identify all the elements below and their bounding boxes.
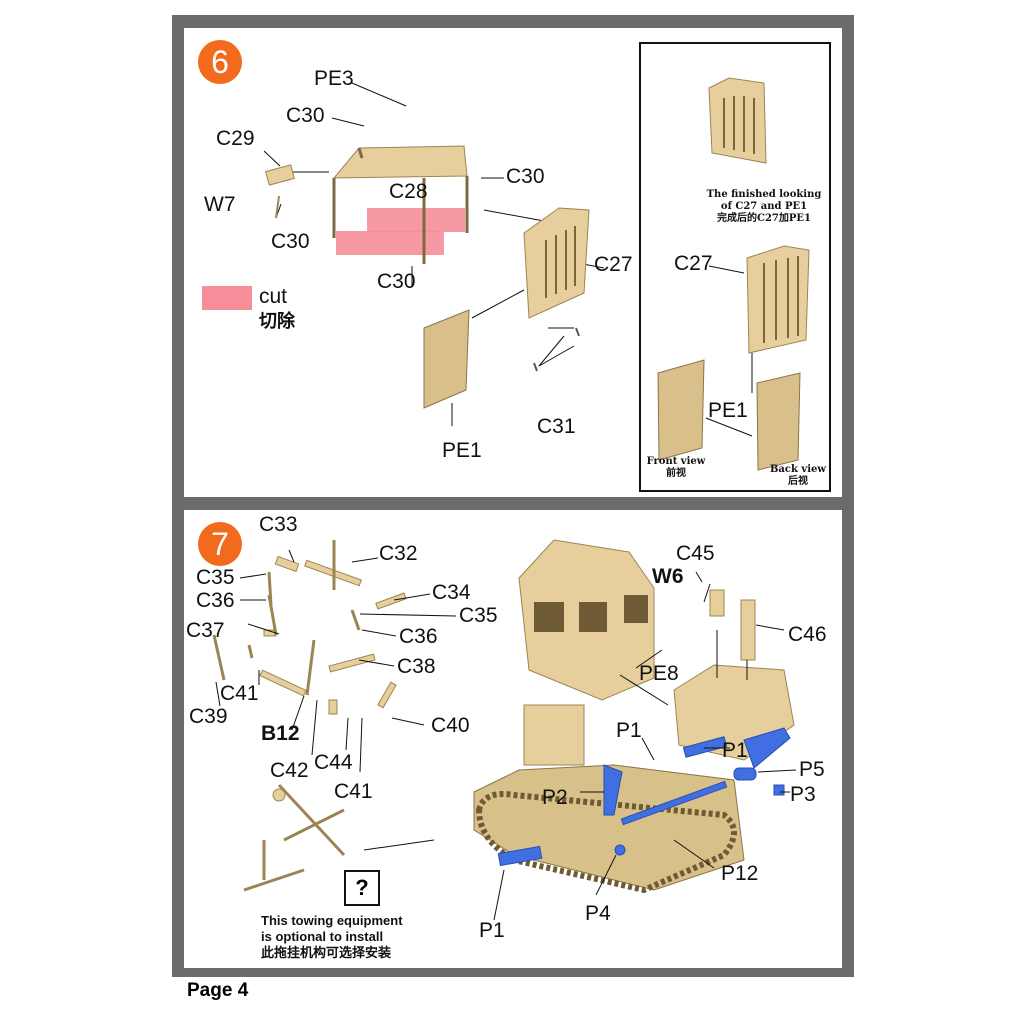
front-view-caption: Front view 前视 <box>646 456 706 480</box>
optional-note-line: This towing equipment <box>261 913 403 928</box>
inset-label-c27: C27 <box>674 252 713 275</box>
label-c37: C37 <box>186 619 225 642</box>
label-b12: B12 <box>261 722 300 745</box>
label-c30: C30 <box>506 165 545 188</box>
label-w7: W7 <box>204 193 236 216</box>
back-view-line: Back view <box>769 464 826 475</box>
inset-caption-line: of C27 and PE1 <box>720 201 808 212</box>
label-c32: C32 <box>379 542 418 565</box>
label-c41: C41 <box>334 780 373 803</box>
label-c27: C27 <box>594 253 633 276</box>
label-p2: P2 <box>542 786 568 809</box>
step-7-panel: 7 <box>184 510 842 968</box>
label-c44: C44 <box>314 751 353 774</box>
label-c28: C28 <box>389 180 428 203</box>
label-c39: C39 <box>189 705 228 728</box>
label-c46: C46 <box>788 623 827 646</box>
inset-caption: The finished looking of C27 and PE1 完成后的… <box>704 189 824 225</box>
label-c30: C30 <box>377 270 416 293</box>
front-view-line: Front view <box>646 456 706 467</box>
label-c41: C41 <box>220 682 259 705</box>
optional-note-line: is optional to install <box>261 929 384 944</box>
label-c42: C42 <box>270 759 309 782</box>
label-c29: C29 <box>216 127 255 150</box>
label-pe3: PE3 <box>314 67 354 90</box>
inset-caption-line: The finished looking <box>706 189 822 200</box>
step-7-illustration <box>212 539 797 921</box>
label-c38: C38 <box>397 655 436 678</box>
step-6-badge: 6 <box>198 40 242 84</box>
label-p1: P1 <box>722 739 748 762</box>
label-p3: P3 <box>790 783 816 806</box>
optional-question-mark: ? <box>344 870 380 906</box>
label-pe1: PE1 <box>442 439 482 462</box>
label-p4: P4 <box>585 902 611 925</box>
front-view-line: 前视 <box>666 468 686 479</box>
label-c36: C36 <box>196 589 235 612</box>
step-6-panel: 6 <box>184 28 842 497</box>
label-c33: C33 <box>259 513 298 536</box>
label-c35: C35 <box>196 566 235 589</box>
legend-cut-label: cut <box>259 285 288 308</box>
label-p1: P1 <box>479 919 505 942</box>
back-view-caption: Back view 后视 <box>768 464 828 488</box>
label-p1: P1 <box>616 719 642 742</box>
label-c34: C34 <box>432 581 471 604</box>
label-w6: W6 <box>652 565 684 588</box>
legend-cut-cn-label: 切除 <box>259 311 295 331</box>
label-c31: C31 <box>537 415 576 438</box>
label-p12: P12 <box>721 862 759 885</box>
label-c45: C45 <box>676 542 715 565</box>
label-pe8: PE8 <box>639 662 679 685</box>
page-number: Page 4 <box>187 980 249 1001</box>
label-c36: C36 <box>399 625 438 648</box>
label-p5: P5 <box>799 758 825 781</box>
optional-note: This towing equipment is optional to ins… <box>261 913 403 961</box>
step-6-illustration <box>202 42 831 492</box>
label-c40: C40 <box>431 714 470 737</box>
label-c35: C35 <box>459 604 498 627</box>
inset-label-pe1: PE1 <box>708 399 748 422</box>
back-view-line: 后视 <box>788 476 808 487</box>
step-7-badge: 7 <box>198 522 242 566</box>
inset-caption-line: 完成后的C27加PE1 <box>717 213 811 224</box>
label-c30: C30 <box>286 104 325 127</box>
optional-note-line: 此拖挂机构可选择安装 <box>261 945 392 960</box>
label-c30: C30 <box>271 230 310 253</box>
